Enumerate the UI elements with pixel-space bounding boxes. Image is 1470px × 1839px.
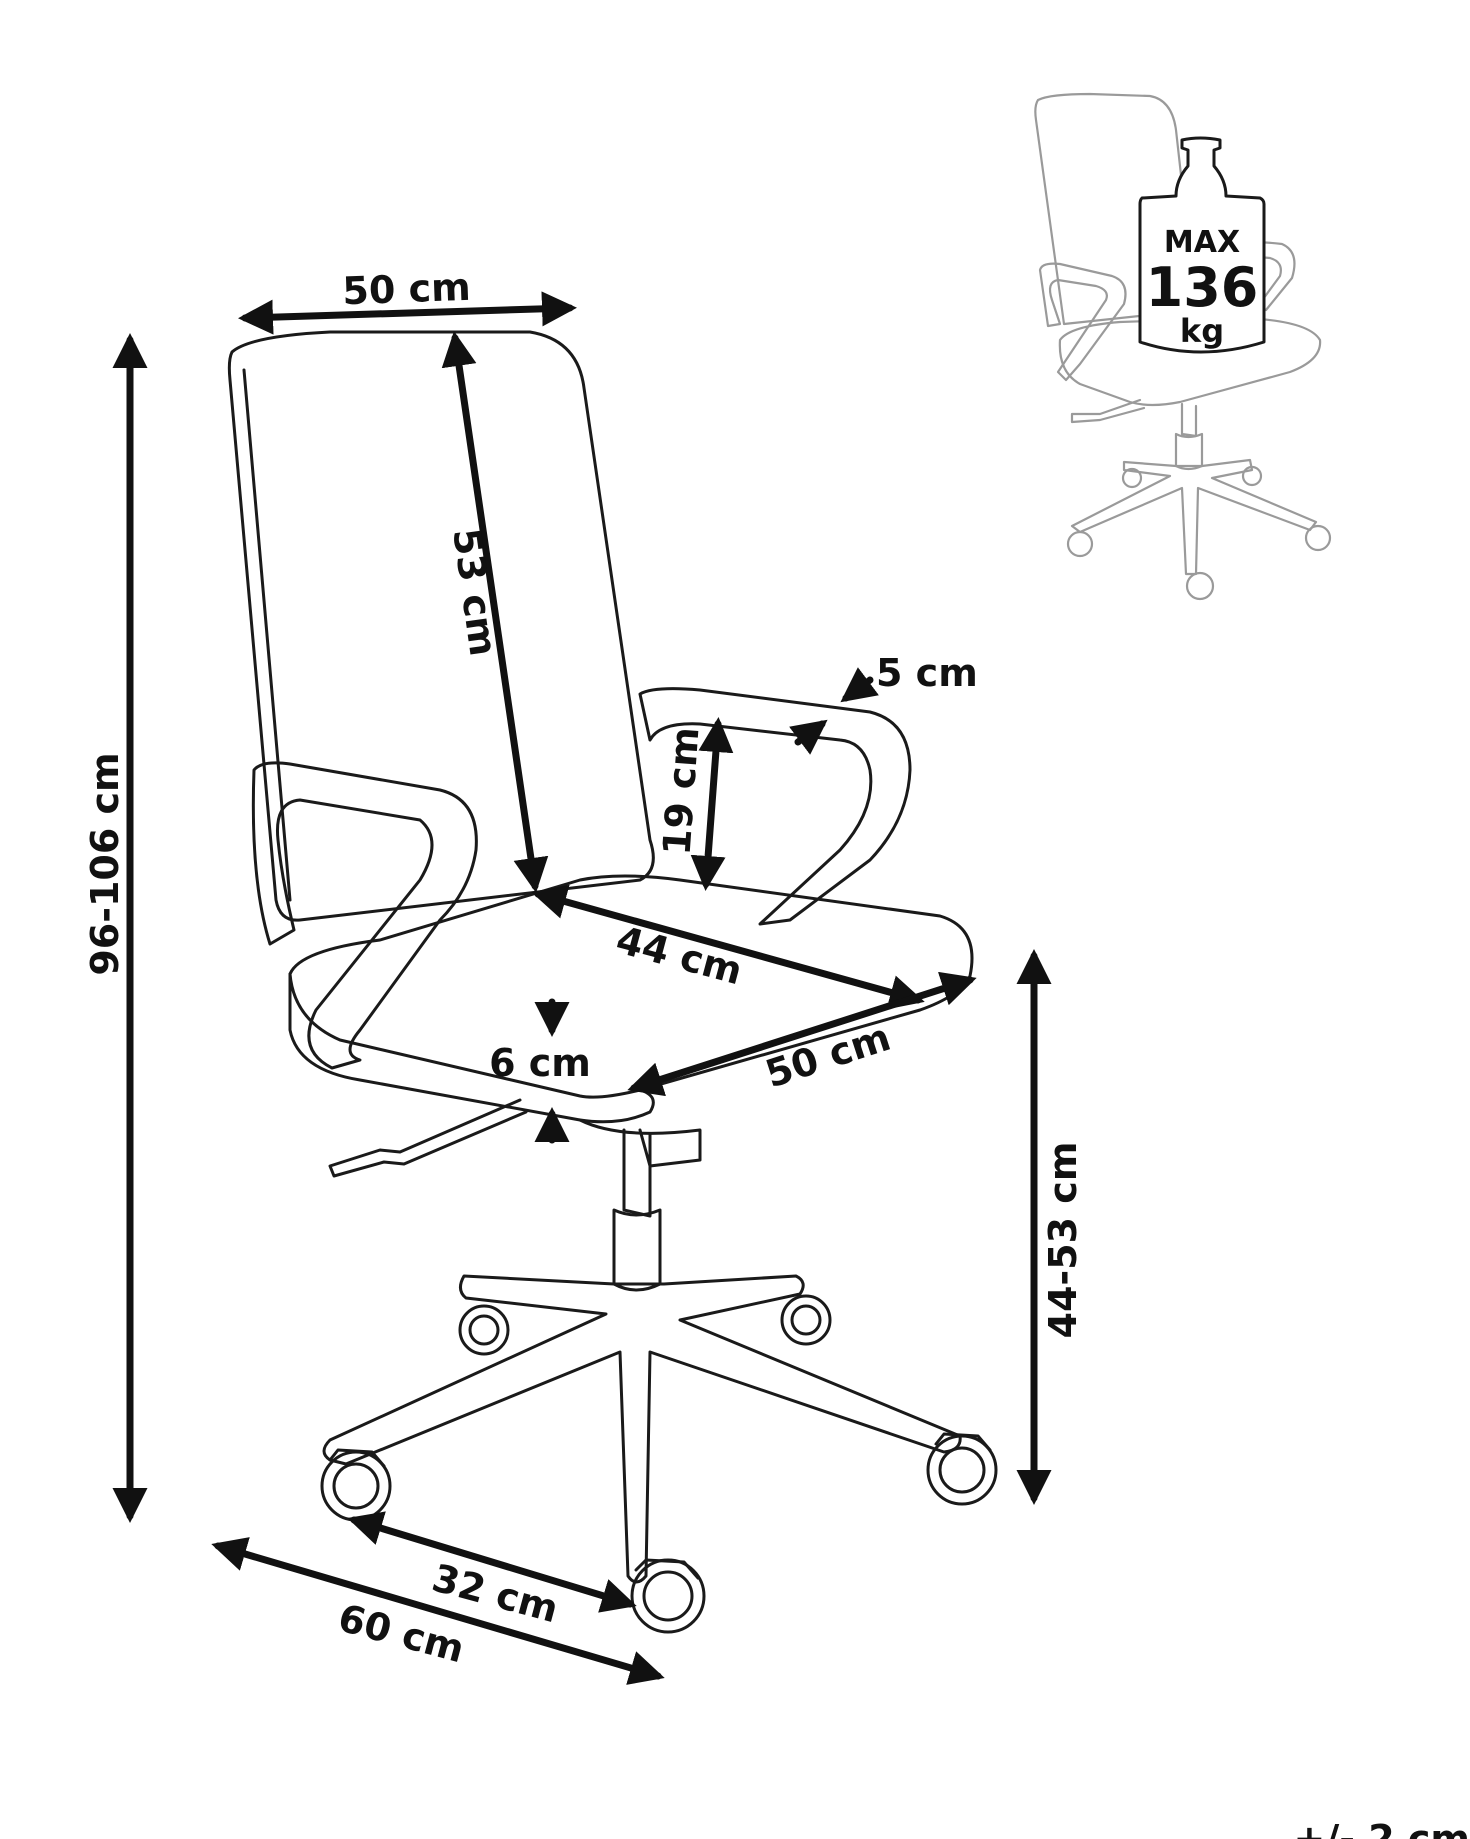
wheel-spacing-label: 32 cm [428, 1556, 563, 1632]
seat-height-label: 44-53 cm [1041, 1142, 1085, 1339]
backrest-width-arrow [238, 291, 577, 335]
thumb-caster-3 [1304, 524, 1332, 552]
armrest-height-label: 19 cm [655, 726, 708, 857]
caster-back-left [458, 1304, 510, 1356]
gas-cylinder [622, 1128, 652, 1218]
overall-height-label: 96-106 cm [83, 752, 127, 975]
max-load-thumbnail: MAX 136 kg [1034, 92, 1332, 601]
star-base [322, 1274, 962, 1584]
backrest-height-arrow [441, 331, 549, 893]
caster-right [926, 1432, 998, 1506]
left-armrest [251, 761, 478, 1070]
base-diameter-arrow [211, 1537, 665, 1685]
armrest-height-arrow [690, 717, 734, 891]
thumb-caster-5 [1241, 465, 1263, 487]
caster-back-right [780, 1294, 832, 1346]
thumb-caster-4 [1121, 467, 1143, 489]
dimension-arrows [112, 291, 1052, 1685]
seat-underside [578, 1118, 702, 1168]
weight-bottle-icon: MAX 136 kg [1138, 136, 1266, 354]
thumb-left-armrest [1038, 262, 1127, 382]
seat-thickness-label: 6 cm [489, 1041, 591, 1085]
armrest-width-label: 5 cm [876, 651, 978, 695]
dimension-labels: 50 cm 53 cm 96-106 cm 5 cm 19 cm 44 cm 5… [83, 265, 1470, 1839]
thumb-lever [1070, 398, 1146, 424]
thumb-star-base [1070, 458, 1318, 576]
backrest-width-label: 50 cm [342, 265, 472, 313]
armrest-width-arrow-b [789, 719, 828, 755]
seat-depth-label: 44 cm [612, 918, 747, 994]
height-lever [328, 1098, 528, 1178]
thumb-backrest [1034, 92, 1198, 326]
cylinder-cover [612, 1208, 662, 1292]
thumb-seat [1058, 316, 1322, 407]
tolerance-label: +/- 2 cm [1293, 1817, 1470, 1839]
seat-width-arrow [627, 971, 977, 1097]
max-load-label: MAX [1164, 225, 1240, 260]
armrest-width-arrow-a [840, 667, 879, 703]
seat-top [288, 874, 974, 1099]
base-diameter-label: 60 cm [334, 1596, 469, 1672]
thumb-caster-1 [1066, 530, 1094, 558]
max-load-unit: kg [1180, 312, 1224, 350]
max-load-value: 136 [1146, 256, 1259, 319]
backrest-height-label: 53 cm [444, 526, 505, 659]
backrest-outline [227, 330, 655, 922]
thumb-caster-2 [1185, 571, 1215, 601]
caster-front [630, 1558, 706, 1634]
backrest-inner [242, 368, 292, 902]
seat-side [288, 972, 655, 1124]
chair-illustration [227, 330, 998, 1634]
thumb-cylinder [1174, 402, 1204, 471]
